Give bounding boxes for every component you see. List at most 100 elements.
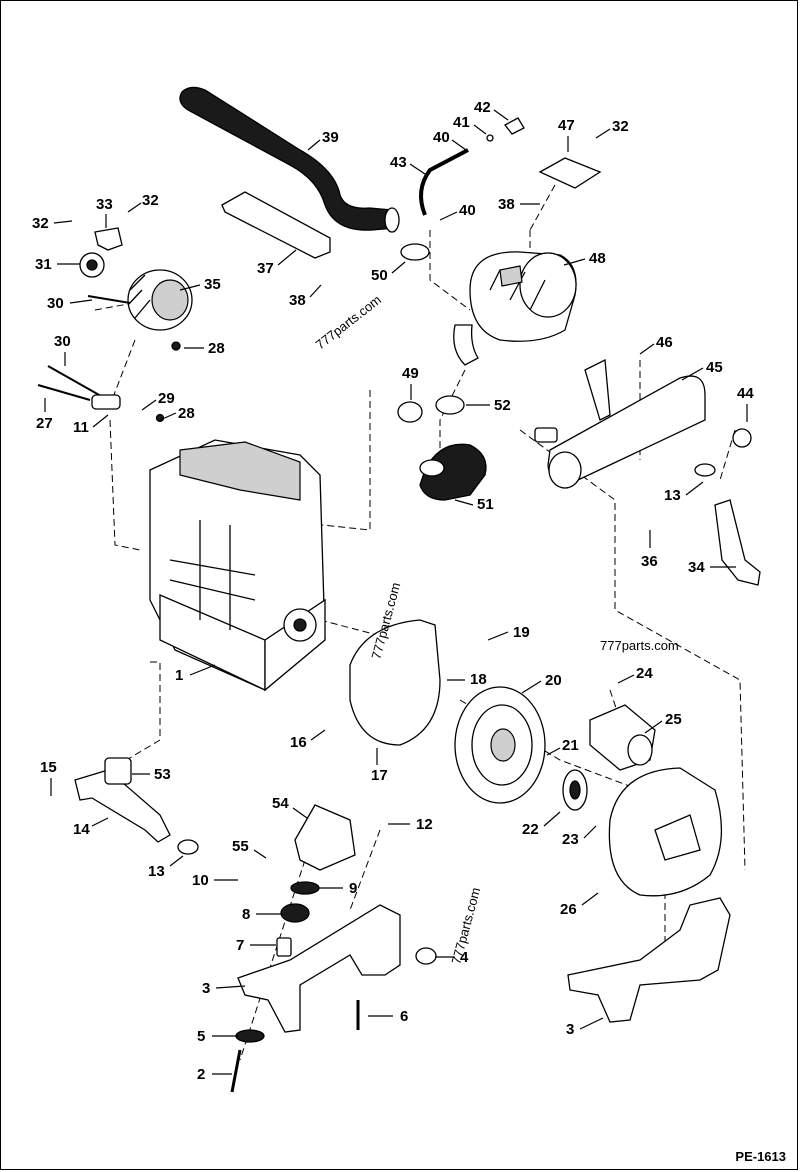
callout-c47: 47: [558, 117, 575, 134]
callout-c7: 7: [236, 937, 244, 954]
flywheel-housing-plate: [349, 619, 441, 746]
callout-c39: 39: [322, 129, 339, 146]
leader-line-c38a: [309, 284, 322, 298]
air-cleaner-assembly: [453, 251, 577, 366]
flywheel: [454, 686, 546, 804]
leader-line-c22: [543, 811, 561, 827]
callout-c50: 50: [371, 267, 388, 284]
leader-line-c55: [253, 849, 267, 859]
watermark-3: 777parts.com: [600, 638, 679, 653]
callout-c3b: 3: [566, 1021, 574, 1038]
callout-c19: 19: [513, 624, 530, 641]
left-mount-frame: [237, 904, 401, 1033]
callout-c14: 14: [73, 821, 90, 838]
callout-c37: 37: [257, 260, 274, 277]
callout-c28a: 28: [208, 340, 225, 357]
engine-mount-bracket: [294, 804, 356, 871]
leader-line-c11: [92, 414, 109, 428]
hose-end: [384, 207, 400, 233]
leader-line-c32b: [127, 202, 142, 213]
heat-shield-bracket: [221, 191, 331, 259]
gasket-53: [104, 757, 132, 785]
nut-4: [415, 947, 437, 965]
leader-line-c25: [644, 720, 663, 734]
callout-labels: 1233456789101112131314151617181920212223…: [32, 99, 754, 1083]
callout-c18: 18: [470, 671, 487, 688]
leader-line-c42: [493, 109, 509, 121]
housing-opening: [654, 814, 701, 861]
callout-c55: 55: [232, 838, 249, 855]
callout-c10: 10: [192, 872, 209, 889]
callout-c4: 4: [460, 949, 469, 966]
callout-c32a: 32: [32, 215, 49, 232]
leader-line-c51: [454, 499, 474, 506]
clamp-49: [397, 401, 423, 423]
page-code: PE-1613: [735, 1149, 786, 1164]
callout-c34: 34: [688, 559, 705, 576]
leader-line-c40a: [451, 139, 467, 151]
callout-c41: 41: [453, 114, 470, 131]
callout-c28b: 28: [178, 405, 195, 422]
alternator: [79, 252, 193, 331]
callout-c36: 36: [641, 553, 658, 570]
leader-line-c21: [546, 747, 561, 756]
upper-air-hose: [179, 86, 396, 231]
callout-c30b: 30: [54, 333, 71, 350]
callout-c40a: 40: [433, 129, 450, 146]
leader-line-c14: [91, 817, 109, 827]
callout-c29: 29: [158, 390, 175, 407]
callout-c8: 8: [242, 906, 250, 923]
callout-c13a: 13: [148, 863, 165, 880]
callout-c5: 5: [197, 1028, 205, 1045]
right-mount-frame: [567, 897, 731, 1023]
exhaust-tailpipe: [714, 499, 761, 586]
leader-line-c40b: [439, 211, 458, 221]
callout-c33: 33: [96, 196, 113, 213]
leader-line-c13b: [685, 481, 704, 496]
leader-line-c50: [391, 261, 406, 274]
callout-c15: 15: [40, 759, 57, 776]
leader-line-c13a: [169, 855, 184, 867]
leader-line-c45: [681, 367, 704, 381]
clamp-13b: [694, 463, 716, 477]
nut: [486, 134, 494, 142]
cable: [419, 148, 469, 216]
engine-block: [149, 439, 326, 692]
leader-line-c32a: [53, 220, 73, 224]
callout-c53: 53: [154, 766, 171, 783]
callout-c42: 42: [474, 99, 491, 116]
callout-c6: 6: [400, 1008, 408, 1025]
callout-c49: 49: [402, 365, 419, 382]
callout-c24: 24: [636, 665, 653, 682]
clamp: [732, 428, 752, 448]
leader-line-c19: [487, 631, 509, 641]
leader-line-c3b: [579, 1017, 604, 1030]
leader-line-c3a: [215, 985, 246, 989]
callout-c1: 1: [175, 667, 183, 684]
leader-line-c26: [581, 892, 599, 906]
callout-c23: 23: [562, 831, 579, 848]
callout-c16: 16: [290, 734, 307, 751]
clamp-13a: [177, 839, 199, 855]
leader-line-c54: [292, 807, 308, 819]
leader-line-c32c: [595, 128, 611, 139]
callout-c26: 26: [560, 901, 577, 918]
callout-c46: 46: [656, 334, 673, 351]
leader-line-c35: [179, 284, 201, 291]
callout-c9: 9: [349, 880, 357, 897]
callout-c25: 25: [665, 711, 682, 728]
callout-c21: 21: [562, 737, 579, 754]
callout-c12: 12: [416, 816, 433, 833]
leader-line-c1: [189, 664, 216, 676]
callout-c13b: 13: [664, 487, 681, 504]
clamp-52: [435, 395, 465, 415]
indicator: [504, 117, 525, 135]
leader-line-c23: [583, 825, 597, 839]
leader-line-c48: [563, 258, 586, 266]
callout-c31: 31: [35, 256, 52, 273]
watermark-1: 777parts.com: [313, 292, 384, 352]
leader-line-c30a: [69, 299, 93, 304]
cover-plate: [538, 157, 602, 189]
